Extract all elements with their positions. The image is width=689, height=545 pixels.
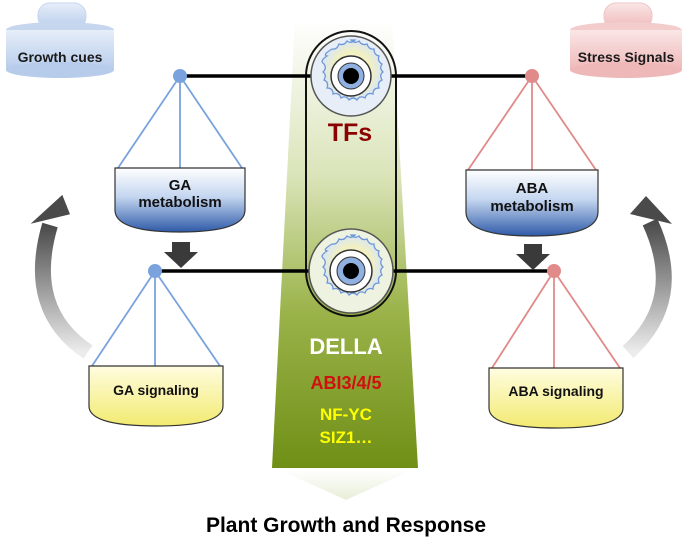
right-down-arrow-icon <box>516 244 550 270</box>
aba-signaling-label: ABA signaling <box>508 383 603 399</box>
belt <box>305 30 397 317</box>
della-label: DELLA <box>309 334 382 359</box>
aba-signaling-scale <box>488 264 624 429</box>
upper-gear-icon <box>310 35 392 117</box>
growth-cues-weight <box>6 2 114 78</box>
diagram-title: Plant Growth and Response <box>206 514 486 537</box>
lower-gear-icon <box>308 228 394 314</box>
aba-metabolism-label-line1: ABA <box>516 180 549 197</box>
ga-signaling-label: GA signaling <box>113 382 199 398</box>
right-feedback-arrow-icon <box>622 196 672 358</box>
stress-signals-weight <box>570 2 682 78</box>
aba-metabolism-scale <box>465 69 599 237</box>
abi-label: ABI3/4/5 <box>310 373 381 393</box>
nfyc-label: NF-YC <box>320 405 372 424</box>
left-feedback-arrow-icon <box>30 194 93 359</box>
left-down-arrow-icon <box>164 242 198 268</box>
tfs-label: TFs <box>328 119 372 147</box>
ga-metabolism-label-line1: GA <box>169 177 192 194</box>
aba-metabolism-label-line2: metabolism <box>490 198 573 215</box>
growth-cues-label: Growth cues <box>18 49 103 65</box>
ga-metabolism-label-line2: metabolism <box>138 194 221 211</box>
ga-metabolism-scale <box>114 69 246 233</box>
siz1-label: SIZ1… <box>320 428 373 447</box>
ga-signaling-scale <box>88 264 224 427</box>
stress-signals-label: Stress Signals <box>578 49 675 65</box>
